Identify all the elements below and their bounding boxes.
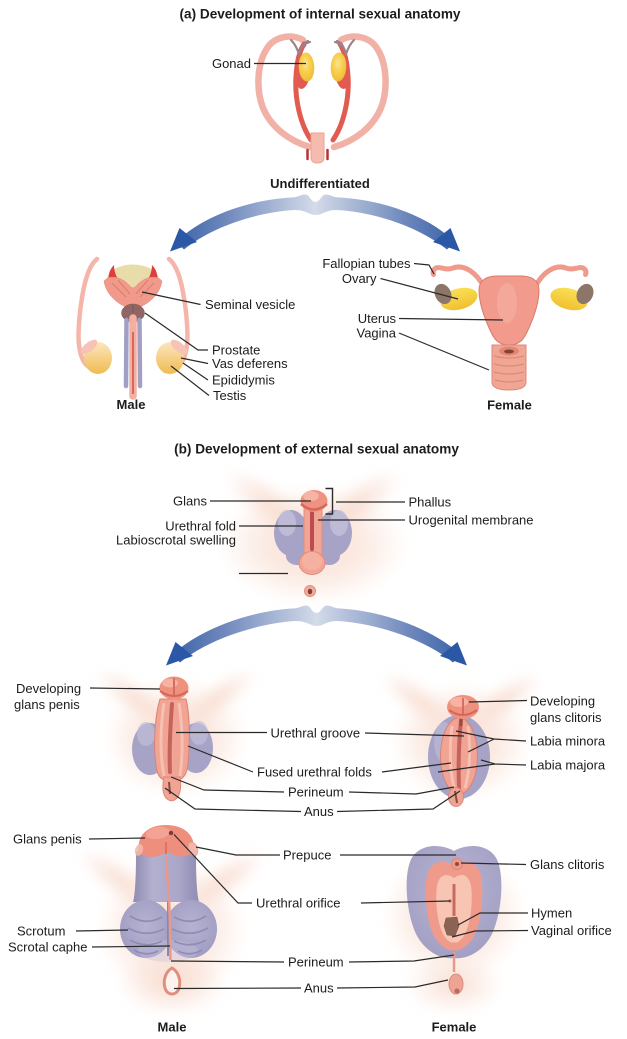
svg-text:Scrotum: Scrotum: [17, 924, 65, 939]
svg-text:Prostate: Prostate: [212, 343, 260, 358]
svg-text:Urethral orifice: Urethral orifice: [256, 896, 341, 911]
svg-text:Developing: Developing: [16, 681, 81, 696]
svg-text:Testis: Testis: [213, 388, 247, 403]
svg-text:Male: Male: [117, 397, 146, 412]
svg-text:Glans: Glans: [173, 494, 207, 509]
svg-text:Fallopian tubes: Fallopian tubes: [322, 256, 411, 271]
svg-text:Fused urethral folds: Fused urethral folds: [257, 765, 372, 780]
svg-text:(a) Development of internal se: (a) Development of internal sexual anato…: [179, 7, 460, 22]
svg-text:Scrotal caphe: Scrotal caphe: [8, 940, 88, 955]
svg-text:Vaginal orifice: Vaginal orifice: [531, 923, 612, 938]
svg-text:Ovary: Ovary: [342, 271, 377, 286]
svg-text:Seminal vesicle: Seminal vesicle: [205, 297, 295, 312]
svg-text:Prepuce: Prepuce: [283, 848, 331, 863]
svg-text:Undifferentiated: Undifferentiated: [270, 176, 370, 191]
svg-text:Male: Male: [158, 1020, 187, 1035]
svg-text:glans clitoris: glans clitoris: [530, 710, 602, 725]
svg-text:Uterus: Uterus: [358, 311, 397, 326]
svg-text:Developing: Developing: [530, 694, 595, 709]
svg-text:Labia minora: Labia minora: [530, 734, 606, 749]
svg-text:Glans penis: Glans penis: [13, 832, 82, 847]
svg-text:Hymen: Hymen: [531, 906, 572, 921]
svg-text:Urethral groove: Urethral groove: [271, 726, 361, 741]
svg-text:glans penis: glans penis: [14, 697, 80, 712]
svg-text:Female: Female: [487, 398, 532, 413]
svg-text:Labia majora: Labia majora: [530, 758, 606, 773]
svg-text:Urogenital membrane: Urogenital membrane: [409, 513, 534, 528]
svg-text:Anus: Anus: [304, 804, 334, 819]
svg-text:Vas deferens: Vas deferens: [212, 356, 288, 371]
svg-text:Labioscrotal swelling: Labioscrotal swelling: [116, 533, 236, 548]
svg-text:Urethral fold: Urethral fold: [165, 519, 236, 534]
svg-text:Gonad: Gonad: [212, 56, 251, 71]
svg-text:Glans clitoris: Glans clitoris: [530, 857, 605, 872]
svg-text:Epididymis: Epididymis: [212, 373, 275, 388]
svg-text:Vagina: Vagina: [356, 326, 396, 341]
svg-text:Phallus: Phallus: [409, 495, 452, 510]
svg-text:Female: Female: [432, 1020, 477, 1035]
svg-text:Perineum: Perineum: [288, 785, 344, 800]
svg-text:Anus: Anus: [304, 981, 334, 996]
svg-text:Perineum: Perineum: [288, 955, 344, 970]
svg-text:(b) Development of external se: (b) Development of external sexual anato…: [174, 442, 459, 457]
